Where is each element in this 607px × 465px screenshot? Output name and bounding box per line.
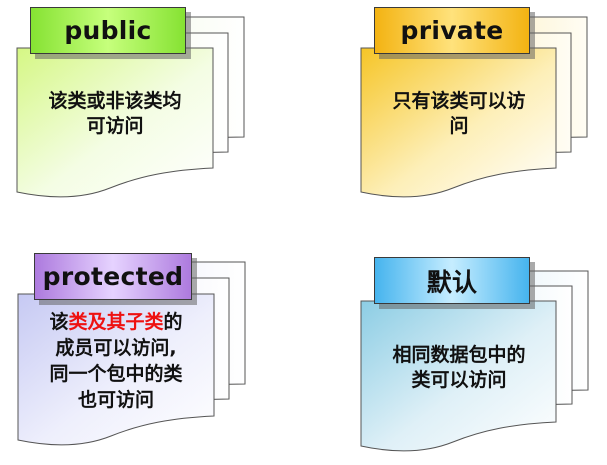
description-line: 成员可以访问, bbox=[55, 337, 177, 359]
description-line: 可访问 bbox=[86, 115, 144, 137]
tab-label: protected bbox=[42, 262, 184, 291]
tab-label: public bbox=[64, 16, 152, 45]
panel-description: 相同数据包中的 类可以访问 bbox=[361, 343, 557, 393]
highlighted-text: 类及其子类 bbox=[68, 311, 164, 333]
default-access-panel: 默认 相同数据包中的 类可以访问 bbox=[340, 240, 607, 465]
protected-access-panel: protected 该类及其子类的 成员可以访问, 同一个包中的类 也可访问 bbox=[0, 240, 270, 465]
tab-default: 默认 bbox=[374, 257, 530, 304]
tab-label: private bbox=[400, 16, 504, 45]
stacked-pages-icon bbox=[16, 16, 245, 198]
description-line: 同一个包中的类 bbox=[49, 363, 183, 385]
tab-label: 默认 bbox=[426, 267, 478, 297]
panel-description: 该类或非该类均 可访问 bbox=[17, 89, 213, 139]
tab-protected: protected bbox=[34, 253, 192, 300]
description-line: 只有该类可以访 bbox=[392, 90, 526, 112]
description-line: 类可以访问 bbox=[411, 369, 507, 391]
panel-description: 只有该类可以访 问 bbox=[361, 89, 557, 139]
public-access-panel: public 该类或非该类均 可访问 bbox=[0, 0, 270, 225]
description-line: 问 bbox=[449, 115, 469, 137]
description-line: 该类及其子类的 bbox=[49, 311, 183, 333]
description-line: 也可访问 bbox=[77, 389, 154, 411]
panel-description: 该类及其子类的 成员可以访问, 同一个包中的类 也可访问 bbox=[18, 309, 214, 413]
tab-private: private bbox=[374, 7, 530, 54]
private-access-panel: private 只有该类可以访 问 bbox=[340, 0, 607, 225]
tab-public: public bbox=[30, 7, 186, 54]
description-line: 相同数据包中的 bbox=[392, 344, 526, 366]
description-line: 该类或非该类均 bbox=[48, 90, 182, 112]
